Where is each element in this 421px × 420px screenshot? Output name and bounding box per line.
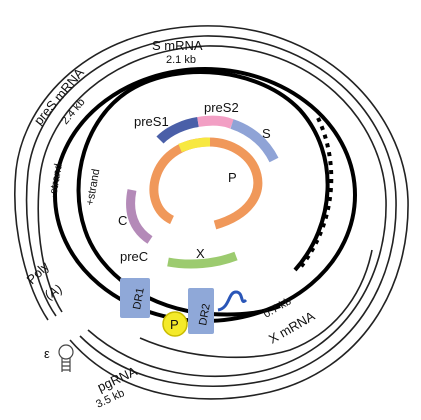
x-gene-label: X (196, 246, 205, 261)
s-arc (230, 119, 279, 163)
p-arc-yellow (178, 137, 211, 153)
x-arc (167, 251, 238, 269)
minus-strand-label: -strand (47, 163, 65, 199)
p-protein (162, 311, 188, 337)
pres2-arc (197, 115, 234, 129)
p-protein-label: P (170, 317, 179, 332)
s-label: S (262, 126, 271, 141)
p-arc (149, 137, 263, 230)
dr2-label: DR2 (197, 303, 213, 327)
c-arc (126, 189, 153, 244)
x-mrna-size: 0.7 kb (262, 295, 294, 320)
pres2-label: preS2 (204, 100, 239, 115)
dr1-box (120, 278, 150, 318)
transcript-lines (14, 25, 409, 400)
pgrna-line (14, 25, 409, 400)
gene-arcs (126, 115, 279, 269)
poly-a-label: (A) (42, 281, 65, 303)
rna-primer-squiggle (217, 290, 248, 312)
x-mrna-line (139, 249, 373, 359)
dr1-label: DR1 (131, 287, 147, 311)
s-mrna-label: S mRNA (152, 38, 203, 53)
dr2-box (188, 288, 214, 334)
prec-label: preC (120, 249, 148, 264)
s-mrna-line (37, 45, 387, 378)
p-gene-label: P (228, 170, 237, 185)
epsilon-label: ε (44, 346, 50, 361)
pres1-arc (156, 117, 199, 144)
s-mrna-size: 2.1 kb (166, 54, 196, 66)
plus-strand-dotted (298, 117, 334, 270)
pres1-label: preS1 (134, 114, 169, 129)
pres-mrna-line (25, 35, 397, 387)
c-gene-label: C (118, 213, 127, 228)
plus-strand-label: +strand (84, 168, 102, 207)
epsilon-stem-loop (58, 344, 74, 372)
